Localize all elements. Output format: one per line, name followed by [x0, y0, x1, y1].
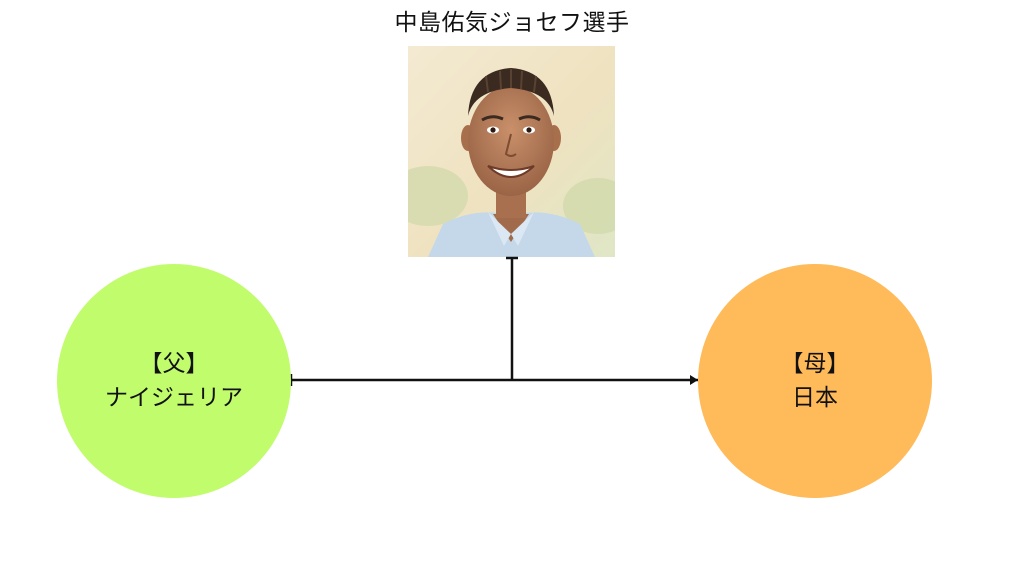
connector-right-arrow	[690, 375, 698, 385]
father-node: 【父】 ナイジェリア	[57, 264, 291, 498]
father-country-label: ナイジェリア	[105, 385, 243, 411]
mother-role-label: 【母】	[780, 351, 850, 377]
diagram-title: 中島佑気ジョセフ選手	[394, 10, 630, 36]
portrait-illustration	[408, 46, 615, 257]
mother-country-label: 日本	[792, 385, 838, 411]
portrait-image	[408, 46, 615, 257]
father-role-label: 【父】	[139, 351, 209, 377]
mother-node: 【母】 日本	[698, 264, 932, 498]
